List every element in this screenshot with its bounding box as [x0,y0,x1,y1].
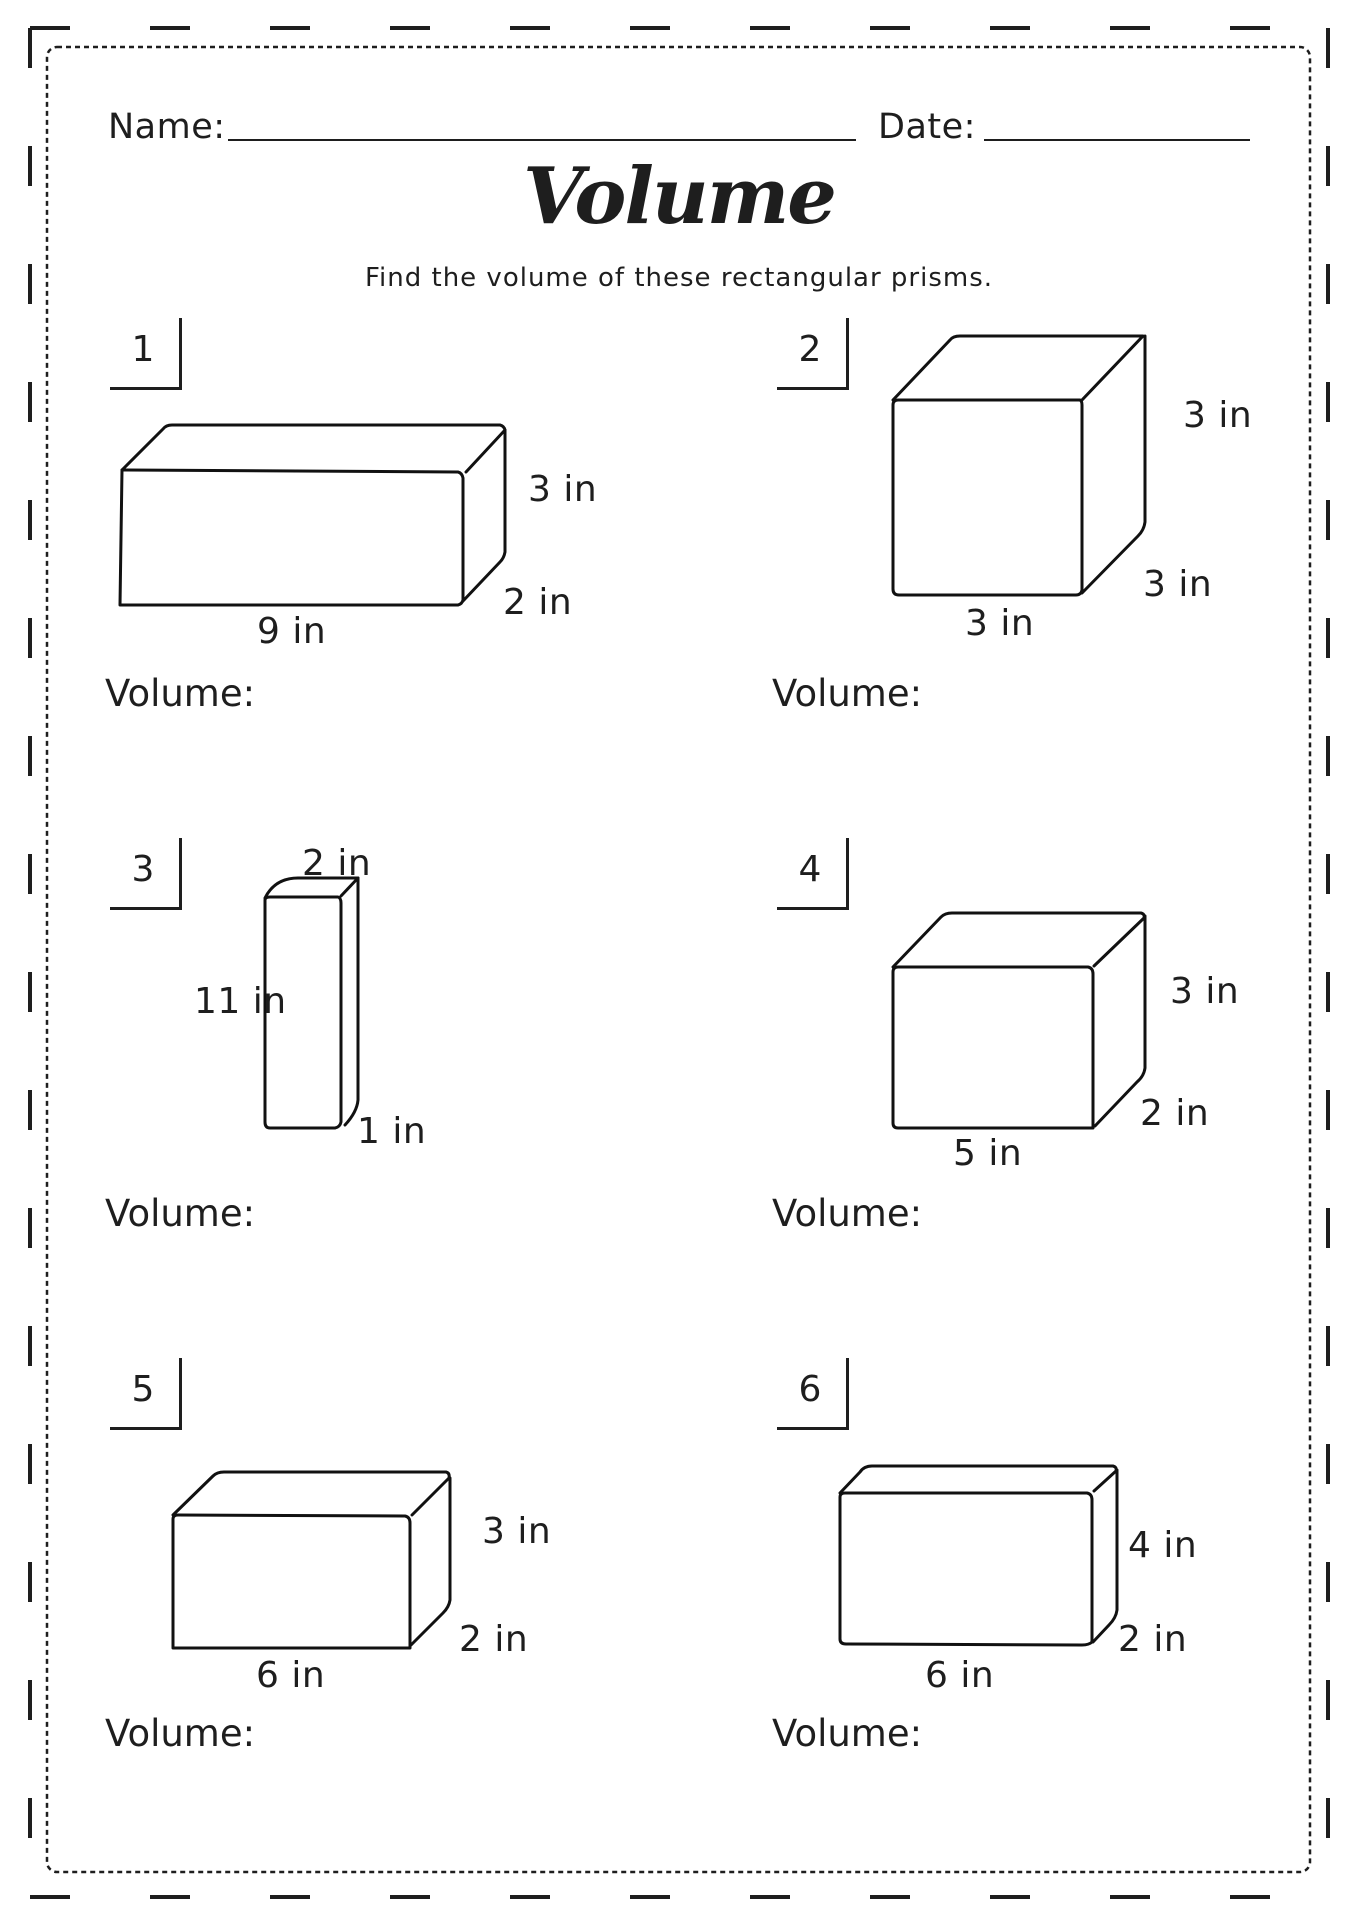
instructions: Find the volume of these rectangular pri… [364,263,994,293]
problem-3-height: 11 in [194,981,287,1022]
problem-2-volume-label: Volume: [772,672,923,715]
date-label: Date: [878,107,976,147]
problem-3-width: 1 in [357,1111,427,1152]
problem-5-length: 6 in [256,1655,326,1696]
problem-1-number: 1 [131,329,155,370]
outer-dashed-border [28,26,1330,1899]
prism-5-drawing [171,1470,452,1650]
name-label: Name: [108,107,226,147]
problem-6-number: 6 [798,1369,822,1410]
problem-3-number: 3 [131,849,155,890]
problem-4-number-box: 4 [777,838,849,910]
problem-6-width: 2 in [1118,1619,1188,1660]
date-field[interactable] [984,139,1250,141]
problem-3-number-box: 3 [110,838,182,910]
worksheet-title: Volume [523,151,837,242]
problem-5-volume-label: Volume: [105,1712,256,1755]
problem-1-number-box: 1 [110,318,182,390]
problem-1-length: 9 in [257,611,327,652]
problem-3-volume-label: Volume: [105,1192,256,1235]
problem-5-number-box: 5 [110,1358,182,1430]
prism-2-drawing [891,334,1147,597]
problem-3-length: 2 in [302,843,372,884]
problem-6-height: 4 in [1128,1525,1198,1566]
problem-1-width: 2 in [503,582,573,623]
problem-4-volume-label: Volume: [772,1192,923,1235]
problem-4-height: 3 in [1170,971,1240,1012]
prism-4-drawing [891,911,1147,1130]
problem-4-length: 5 in [953,1133,1023,1174]
problem-2-height: 3 in [1183,395,1253,436]
problem-6-volume-label: Volume: [772,1712,923,1755]
prism-6-drawing [838,1464,1119,1647]
problem-5-height: 3 in [482,1511,552,1552]
name-field[interactable] [228,139,856,141]
problem-6-length: 6 in [925,1655,995,1696]
problem-1-height: 3 in [528,469,598,510]
prism-1-drawing [118,423,507,607]
problem-2-length: 3 in [965,603,1035,644]
problem-2-number: 2 [798,329,822,370]
problem-4-width: 2 in [1140,1093,1210,1134]
problem-6-number-box: 6 [777,1358,849,1430]
prism-3-drawing [263,876,360,1130]
problem-5-number: 5 [131,1369,155,1410]
problem-4-number: 4 [798,849,822,890]
problem-2-number-box: 2 [777,318,849,390]
problem-1-volume-label: Volume: [105,672,256,715]
problem-2-width: 3 in [1143,564,1213,605]
problem-5-width: 2 in [459,1619,529,1660]
inner-dotted-border [45,45,1312,1874]
